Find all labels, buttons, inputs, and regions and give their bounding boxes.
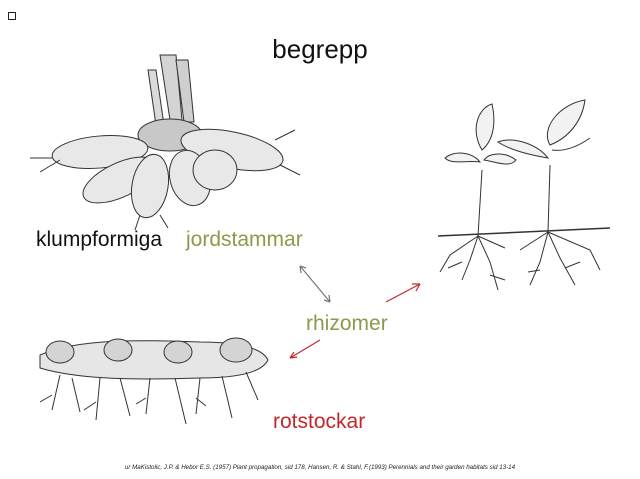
label-rhizomer: rhizomer bbox=[306, 312, 388, 336]
arrow-rhizomer-seedlings bbox=[386, 284, 420, 302]
arrow-rhizomer-rhizome bbox=[290, 340, 320, 358]
label-jordstammar: jordstammar bbox=[186, 228, 303, 252]
label-klumpformiga: klumpformiga bbox=[36, 228, 162, 252]
arrow-jordstammar-rhizomer bbox=[300, 266, 330, 302]
label-rotstockar: rotstockar bbox=[273, 410, 365, 434]
source-citation: ur MaKistolic, J.P. & Hebor E.S. (1957) … bbox=[0, 464, 640, 471]
tuberous-rootstock-drawing bbox=[30, 55, 300, 230]
seedlings-drawing bbox=[438, 100, 610, 290]
rhizome-drawing bbox=[40, 338, 268, 424]
